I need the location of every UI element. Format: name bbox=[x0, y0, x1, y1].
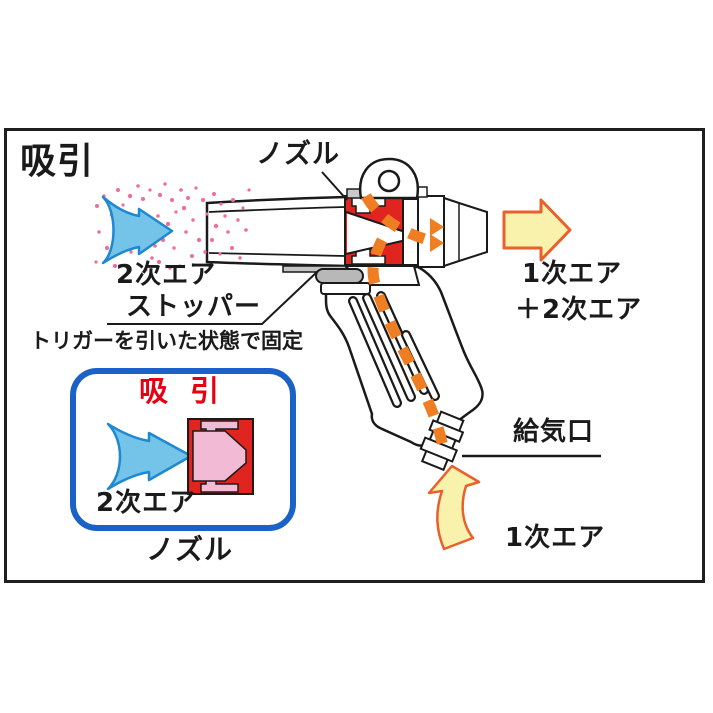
inset-label-secondary-air: 2次エア bbox=[96, 488, 197, 518]
label-primary-air: 1次エア bbox=[522, 259, 623, 289]
inset-secondary-air-arrow bbox=[106, 422, 193, 491]
dust-particles bbox=[94, 182, 251, 272]
inset-box bbox=[70, 368, 296, 531]
label-secondary-air: 2次エア bbox=[116, 260, 217, 290]
hanging-ring bbox=[346, 157, 428, 200]
label-primary-air-bottom: 1次エア bbox=[505, 523, 606, 553]
airflow-dashes bbox=[361, 193, 450, 455]
combined-air-arrow bbox=[502, 198, 572, 262]
secondary-air-arrow bbox=[101, 195, 174, 265]
primary-air-arrow bbox=[427, 464, 481, 551]
inset-label-nozzle: ノズル bbox=[146, 533, 234, 566]
inset-nozzle-section bbox=[187, 418, 254, 495]
stopper-bar bbox=[315, 268, 364, 284]
flow-arrowhead bbox=[430, 234, 444, 252]
label-stopper: ストッパー bbox=[126, 292, 262, 322]
label-stopper-note: トリガーを引いた状態で固定 bbox=[30, 329, 303, 353]
label-plus-secondary-air: ＋2次エア bbox=[515, 295, 643, 325]
page-title: 吸引 bbox=[20, 141, 95, 182]
leader-lines bbox=[107, 171, 601, 458]
label-nozzle: ノズル bbox=[256, 139, 340, 170]
flow-arrowhead bbox=[430, 218, 444, 236]
inset-title-suction: 吸引 bbox=[139, 374, 242, 408]
label-air-inlet: 給気口 bbox=[513, 417, 595, 447]
trigger bbox=[320, 282, 371, 295]
